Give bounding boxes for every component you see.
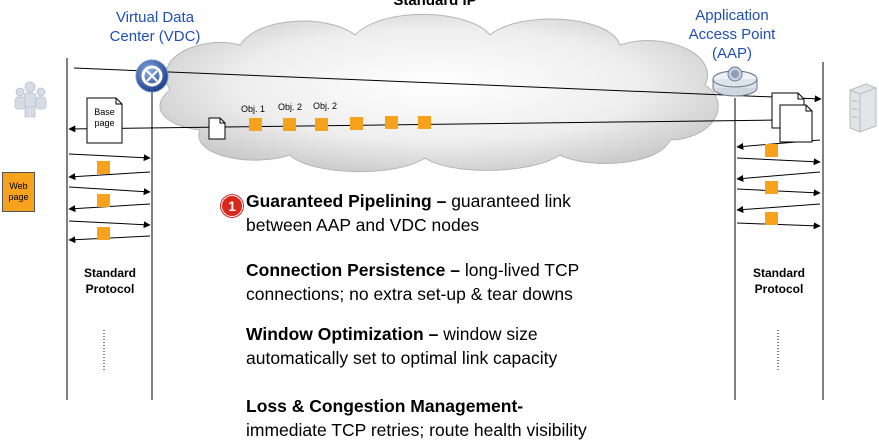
aap-label-line2: Access Point (688, 26, 776, 43)
feature-text-line2: connections; no extra set-up & tear down… (246, 284, 573, 304)
right-exchange-arrows (736, 139, 821, 230)
left-stack-lines (66, 58, 153, 400)
feature-title: Loss & Congestion Management- (246, 396, 524, 416)
right-protocol-label: Standard Protocol (738, 265, 820, 297)
response-document-icon (771, 92, 813, 143)
feature-text: guaranteed link (446, 191, 571, 211)
object-label: Obj. 2 (313, 101, 338, 111)
right-stack-lines (734, 62, 824, 400)
server-icon (849, 83, 877, 133)
vdc-label: Virtual Data Center (VDC) (95, 8, 215, 46)
internet-cloud (159, 13, 719, 173)
base-page-document (86, 97, 123, 144)
aap-label: Application Access Point (AAP) (672, 6, 792, 63)
aap-router-icon (712, 66, 758, 97)
web-page-label-line1: Web (9, 181, 28, 191)
object-squares (97, 116, 778, 240)
left-protocol-label: Standard Protocol (70, 265, 150, 297)
feature-text-line2: automatically set to optimal link capaci… (246, 348, 558, 368)
aap-label-line1: Application (695, 7, 769, 24)
diagram-title: Standard IP (393, 0, 477, 9)
feature-guaranteed-pipelining: Guaranteed Pipelining – guaranteed link … (246, 189, 571, 237)
base-page-label-line2: page (94, 118, 115, 128)
feature-title: Window Optimization – (246, 324, 439, 344)
feature-text-line2: immediate TCP retries; route health visi… (246, 420, 587, 440)
object-label: Obj. 1 (241, 104, 266, 114)
step-badge: 1 (221, 195, 243, 217)
web-page-label-line2: page (8, 192, 29, 202)
request-arrow (73, 67, 822, 103)
users-icon (14, 81, 47, 118)
feature-connection-persistence: Connection Persistence – long-lived TCP … (246, 258, 579, 306)
feature-window-optimization: Window Optimization – window size automa… (246, 322, 557, 370)
aap-label-line3: (AAP) (711, 45, 752, 62)
feature-text-line2: between AAP and VDC nodes (246, 215, 480, 235)
feature-loss-congestion: Loss & Congestion Management- immediate … (246, 394, 587, 442)
left-protocol-label-line2: Protocol (85, 282, 135, 296)
vdc-node-icon (135, 59, 169, 93)
feature-title: Guaranteed Pipelining – (246, 191, 447, 211)
object-label: Obj. 2 (278, 102, 303, 112)
feature-text: window size (438, 324, 538, 344)
vdc-label-line1: Virtual Data (115, 9, 195, 26)
web-page-document: Web page (2, 172, 35, 212)
feature-text: long-lived TCP (459, 260, 580, 280)
vdc-label-line2: Center (VDC) (109, 28, 201, 45)
right-protocol-label-line2: Protocol (754, 282, 804, 296)
document-icon (208, 117, 226, 140)
base-page-label-line1: Base (94, 107, 115, 117)
left-protocol-label-line1: Standard (83, 266, 136, 280)
right-protocol-label-line1: Standard (752, 266, 805, 280)
feature-title: Connection Persistence – (246, 260, 460, 280)
base-page-label: Base page (87, 107, 122, 129)
